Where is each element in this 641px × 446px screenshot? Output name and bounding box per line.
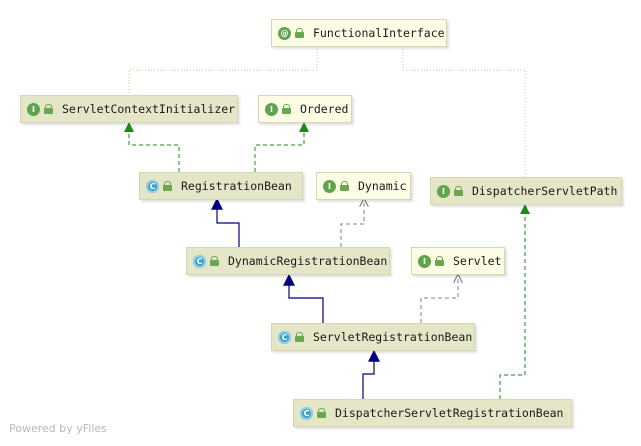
lock-icon <box>210 256 219 266</box>
node-servlet-context-initializer[interactable]: I ServletContextInitializer <box>20 95 238 123</box>
node-servlet[interactable]: I Servlet <box>411 247 505 275</box>
powered-by-footer: Powered by yFiles <box>9 422 107 435</box>
node-dynamic[interactable]: I Dynamic <box>316 172 411 200</box>
lock-icon <box>163 181 172 191</box>
class-badge-icon: C <box>146 179 159 193</box>
node-label: Dynamic <box>358 179 407 193</box>
node-dispatcher-servlet-registration-bean[interactable]: C DispatcherServletRegistrationBean <box>293 399 572 427</box>
lock-icon <box>282 104 291 114</box>
edge-implements-dispatcher-servlet-path <box>499 204 530 399</box>
interface-badge-icon: I <box>437 184 450 198</box>
node-label: DynamicRegistrationBean <box>228 254 388 268</box>
edge-annotation-dispatcher-servlet-path <box>402 46 526 177</box>
annotation-badge-icon: @ <box>278 26 291 40</box>
edge-extends-dynamic-registration-bean <box>283 273 324 323</box>
node-label: Servlet <box>453 254 502 268</box>
lock-icon <box>454 186 463 196</box>
class-badge-icon: C <box>193 254 206 268</box>
node-functional-interface[interactable]: @ FunctionalInterface <box>271 19 447 47</box>
node-dynamic-registration-bean[interactable]: C DynamicRegistrationBean <box>186 247 390 275</box>
node-dispatcher-servlet-path[interactable]: I DispatcherServletPath <box>430 177 622 205</box>
node-label: FunctionalInterface <box>313 26 445 40</box>
node-label: Ordered <box>300 102 349 116</box>
interface-badge-icon: I <box>418 254 431 268</box>
lock-icon <box>435 256 444 266</box>
node-label: ServletContextInitializer <box>62 102 236 116</box>
edge-extends-servlet-registration-bean <box>362 349 380 399</box>
node-servlet-registration-bean[interactable]: C ServletRegistrationBean <box>271 323 475 351</box>
edge-implements-ordered <box>254 122 309 172</box>
lock-icon <box>44 104 53 114</box>
lock-icon <box>317 408 326 418</box>
class-badge-icon: C <box>278 330 291 344</box>
node-registration-bean[interactable]: C RegistrationBean <box>139 172 303 200</box>
node-label: ServletRegistrationBean <box>313 330 473 344</box>
lock-icon <box>340 181 349 191</box>
node-ordered[interactable]: I Ordered <box>258 95 352 123</box>
edge-annotation-servlet-context-initializer <box>128 46 318 95</box>
interface-badge-icon: I <box>27 102 40 116</box>
node-label: DispatcherServletRegistrationBean <box>335 406 564 420</box>
edge-depends-servlet <box>420 275 458 323</box>
class-badge-icon: C <box>300 406 313 420</box>
interface-badge-icon: I <box>265 102 278 116</box>
interface-badge-icon: I <box>323 179 336 193</box>
lock-icon <box>295 332 304 342</box>
edge-extends-registration-bean <box>211 197 240 247</box>
lock-icon <box>295 28 304 38</box>
edge-implements-servlet-context-initializer <box>124 122 180 172</box>
node-label: RegistrationBean <box>181 179 292 193</box>
edge-depends-dynamic <box>340 199 364 247</box>
node-label: DispatcherServletPath <box>472 184 618 198</box>
